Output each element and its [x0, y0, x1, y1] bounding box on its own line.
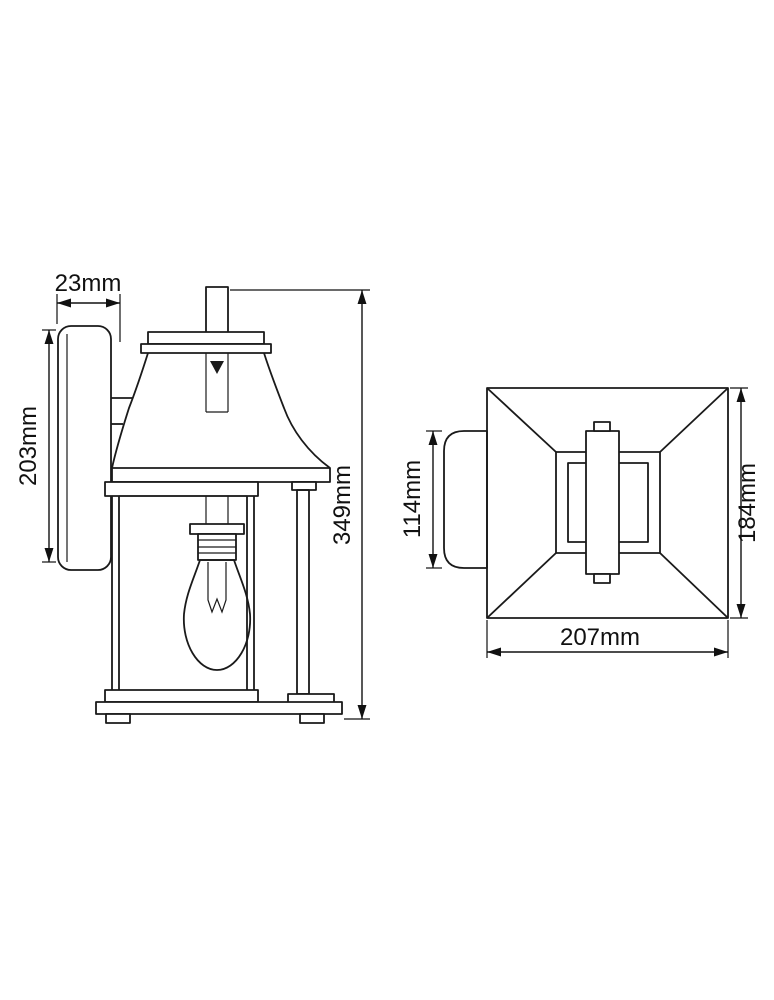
wall-backplate [57, 325, 112, 571]
back-rail [287, 481, 335, 705]
base-foot-right [299, 713, 325, 724]
bulb-outline [183, 559, 251, 671]
base-foot-left [105, 713, 131, 724]
dim-label-backplate-height: 203mm [15, 406, 42, 486]
dim-label-overall-height: 349mm [329, 465, 356, 545]
backplate-outline [57, 325, 112, 571]
lantern-base [95, 689, 343, 724]
roof-cap-band-lower [140, 343, 272, 354]
dimension-overall-width: 207mm [486, 620, 729, 658]
rail-section [296, 489, 310, 695]
roof-right-profile [263, 352, 331, 469]
strap-tab-top [593, 421, 611, 432]
dim-label-backplate-depth: 23mm [55, 270, 122, 297]
dim-label-backplate-width: 114mm [399, 460, 426, 538]
body-bottom-band [104, 689, 259, 703]
dimension-backplate-depth: 23mm [55, 270, 122, 342]
backplate-edge [443, 430, 488, 569]
strap-tab-bottom [593, 573, 611, 584]
dim-label-overall-width: 207mm [560, 624, 640, 651]
roof-outer-outline [486, 387, 729, 619]
dim-label-overall-depth: 184mm [734, 463, 761, 543]
pipe-detail-arrow [210, 361, 224, 374]
dimension-overall-depth: 184mm [730, 387, 761, 619]
bulb-filament [207, 562, 227, 614]
light-bulb [183, 523, 251, 671]
roof-left-profile [111, 352, 149, 469]
rail-top-cap [291, 481, 317, 491]
dimension-backplate-width: 114mm [399, 430, 442, 569]
front-view: 114mm 184mm 207mm [399, 387, 761, 658]
roof-bottom-band [111, 467, 331, 483]
dimension-backplate-height: 203mm [15, 329, 56, 563]
lantern-roof [111, 331, 331, 483]
lantern-body [104, 481, 259, 690]
body-top-band [104, 481, 259, 497]
bracket-strap [585, 421, 620, 584]
side-view: 23mm 203mm 349mm [15, 270, 370, 724]
dimension-overall-height: 349mm [230, 289, 370, 720]
mounting-arm [111, 397, 133, 425]
base-plate [95, 701, 343, 715]
strap-outline [585, 430, 620, 575]
socket-plate [189, 523, 245, 535]
roof-cap-band [147, 331, 265, 345]
